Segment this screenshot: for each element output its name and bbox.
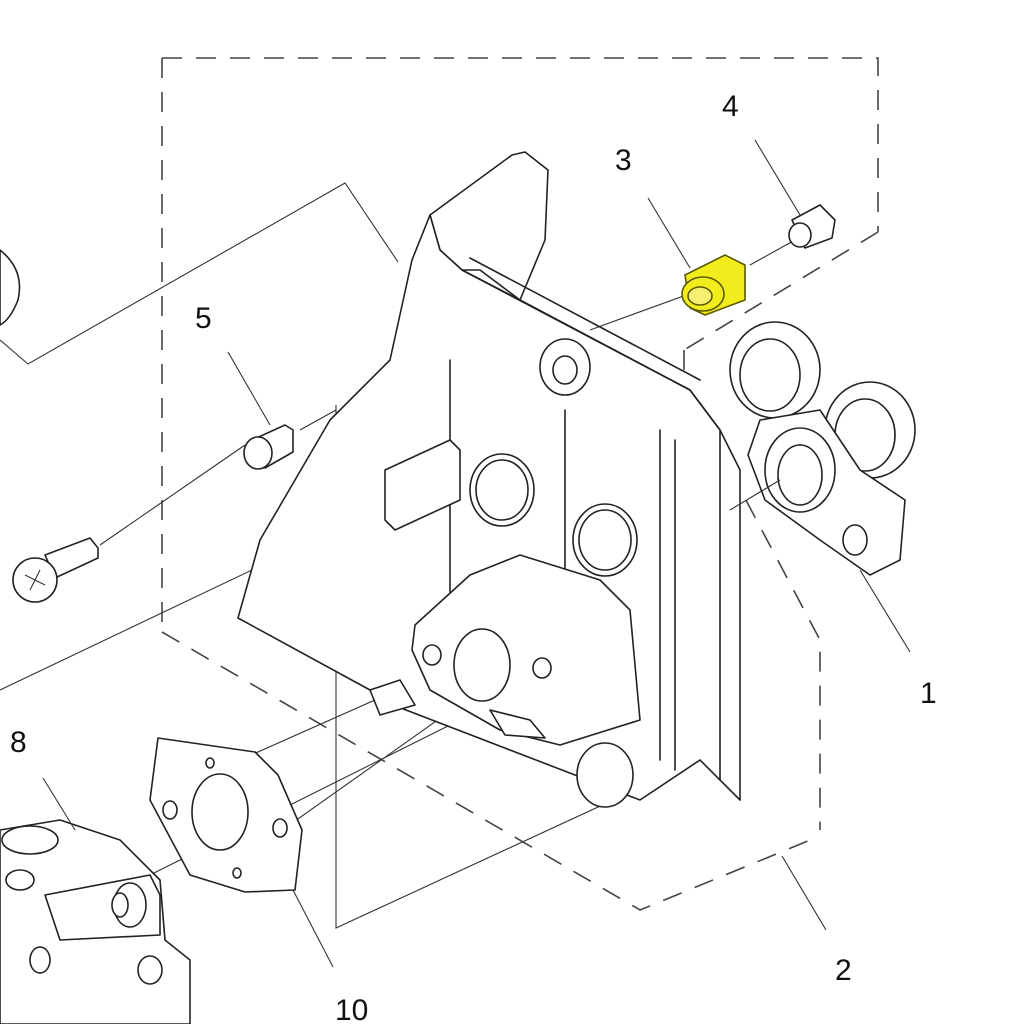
flange-plate-part (729, 321, 916, 576)
callout-1: 1 (920, 677, 937, 710)
carburetor-part (0, 819, 191, 1024)
callout-2: 2 (835, 954, 852, 987)
housing-part (237, 151, 741, 808)
callout-8: 8 (10, 726, 27, 759)
leader-lines (42, 139, 911, 968)
carburetor-gasket-part (149, 737, 303, 893)
group-boundary-dashed (161, 57, 879, 911)
callout-4: 4 (722, 90, 739, 123)
callout-10: 10 (335, 994, 368, 1024)
bushing-part-highlighted (681, 254, 746, 316)
small-sleeve-part (788, 204, 836, 249)
filter-edge-part (0, 249, 21, 326)
callout-3: 3 (615, 144, 632, 177)
screw-part (12, 537, 99, 603)
spacer-sleeve-part (243, 424, 294, 470)
callout-5: 5 (195, 302, 212, 335)
